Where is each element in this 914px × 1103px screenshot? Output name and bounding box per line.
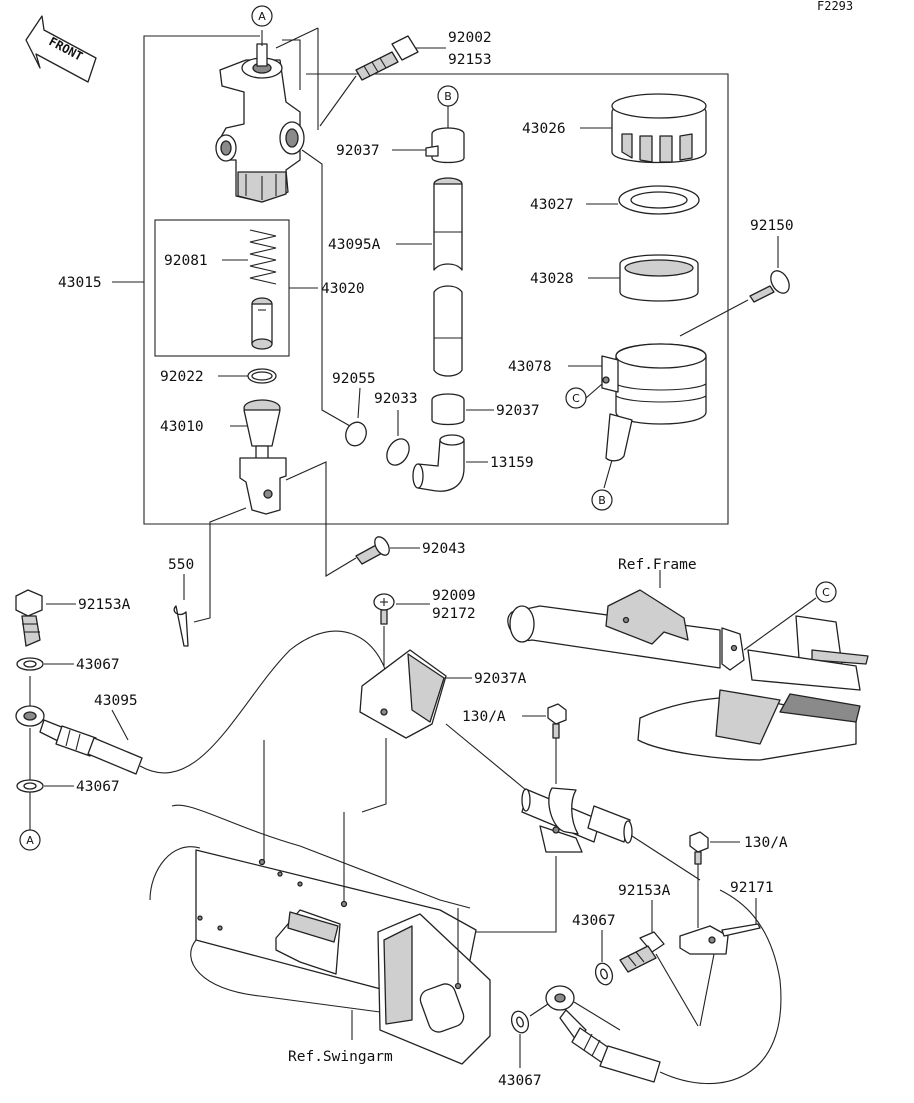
reservoir-43078 — [568, 343, 707, 489]
label-92150: 92150 — [750, 218, 794, 234]
hose-43095a — [396, 177, 463, 377]
washer-43067-a — [16, 657, 74, 671]
label-92055: 92055 — [332, 371, 376, 387]
svg-text:C: C — [822, 586, 830, 599]
pin-92043 — [355, 536, 420, 565]
svg-text:A: A — [258, 10, 266, 23]
push-rod-43010 — [230, 399, 287, 515]
callout-a-bottom: A — [19, 829, 41, 851]
callout-b-top: B — [437, 85, 459, 107]
circlip-92022 — [218, 368, 277, 384]
label-92033: 92033 — [374, 391, 418, 407]
diaphragm-43028 — [588, 254, 699, 302]
pipe-clamp — [445, 723, 701, 968]
figure-code: F2293 — [817, 0, 853, 13]
plate-43027 — [586, 185, 700, 215]
callout-b-mid: B — [591, 489, 613, 511]
svg-text:C: C — [572, 392, 580, 405]
label-43095a: 43095A — [328, 237, 381, 253]
cotter-pin-550 — [173, 574, 189, 647]
master-cylinder-body — [215, 27, 319, 203]
label-43067-a: 43067 — [76, 657, 120, 673]
label-43015: 43015 — [58, 275, 102, 291]
label-92172: 92172 — [432, 606, 476, 622]
label-43020: 43020 — [321, 281, 365, 297]
washer-43067-c — [594, 930, 614, 986]
clip-92033 — [386, 410, 410, 466]
hose-43095-right-end — [545, 889, 782, 1085]
washer-43067-d — [510, 1003, 549, 1068]
label-43078: 43078 — [508, 359, 552, 375]
svg-text:B: B — [598, 494, 606, 507]
label-ref-frame: Ref.Frame — [618, 557, 697, 573]
label-130a-right: 130/A — [744, 835, 788, 851]
bolt-130a-right — [689, 831, 740, 928]
svg-text:B: B — [444, 90, 452, 103]
bracket-92171 — [679, 898, 761, 955]
label-92153a-right: 92153A — [618, 883, 671, 899]
label-43026: 43026 — [522, 121, 566, 137]
front-arrow-icon: FRONT — [25, 15, 97, 83]
frame-reference — [507, 570, 869, 761]
label-43067-d: 43067 — [498, 1073, 542, 1089]
callout-c-mid: C — [565, 387, 587, 409]
label-43095: 43095 — [94, 693, 138, 709]
label-13159: 13159 — [490, 455, 534, 471]
oring-92055 — [301, 149, 367, 447]
piston — [251, 297, 273, 350]
label-92002: 92002 — [448, 30, 492, 46]
label-43027: 43027 — [530, 197, 574, 213]
label-92043: 92043 — [422, 541, 466, 557]
label-43028: 43028 — [530, 271, 574, 287]
reservoir-cap-43026 — [580, 93, 707, 164]
label-92171: 92171 — [730, 880, 774, 896]
clamp-92037-mid — [431, 393, 494, 426]
label-130a-top: 130/A — [462, 709, 506, 725]
label-92022: 92022 — [160, 369, 204, 385]
callout-c-frame: C — [815, 581, 837, 603]
label-92037-top: 92037 — [336, 143, 380, 159]
callout-a-top: A — [251, 5, 273, 27]
screw-92150 — [679, 236, 790, 337]
label-92037-mid: 92037 — [496, 403, 540, 419]
label-92153: 92153 — [448, 52, 492, 68]
bolt-130a-top — [522, 703, 567, 784]
label-550: 550 — [168, 557, 194, 573]
label-92153a-left: 92153A — [78, 597, 131, 613]
bolt-92153a-right — [619, 900, 665, 973]
bolt-92002 — [319, 35, 446, 127]
label-43010: 43010 — [160, 419, 204, 435]
svg-text:A: A — [26, 834, 34, 847]
label-92037a: 92037A — [474, 671, 527, 687]
bolt-92009 — [373, 593, 430, 666]
bolt-92153a-left — [15, 589, 76, 647]
label-43067-c: 43067 — [572, 913, 616, 929]
label-92009: 92009 — [432, 588, 476, 604]
label-43067-b: 43067 — [76, 779, 120, 795]
label-ref-swingarm: Ref.Swingarm — [288, 1049, 393, 1065]
washer-43067-b — [16, 728, 74, 830]
bracket-92037a — [359, 649, 472, 813]
hose-43095 — [15, 630, 389, 775]
clamp-92037-top — [392, 127, 465, 164]
spring-92081 — [222, 229, 277, 285]
swingarm-reference — [149, 740, 491, 1065]
label-92081: 92081 — [164, 253, 208, 269]
elbow-13159 — [412, 434, 488, 492]
